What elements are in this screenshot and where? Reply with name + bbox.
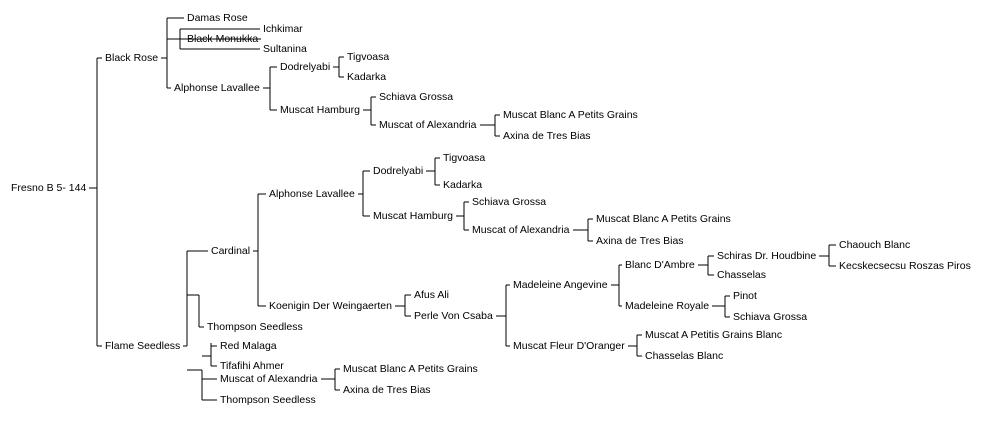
tree-node-label: Fresno B 5- 144 — [11, 182, 86, 194]
tree-node-label: Muscat Blanc A Petits Grains — [343, 363, 478, 375]
tree-node-label: Tigvoasa — [347, 51, 389, 63]
tree-node-label: Chasselas Blanc — [645, 350, 723, 362]
tree-node-label: Thompson Seedless — [207, 321, 303, 333]
tree-node-label: Axina de Tres Bias — [503, 130, 591, 142]
tree-node-label: Axina de Tres Bias — [343, 384, 431, 396]
tree-node-label: Madeleine Royale — [625, 300, 709, 312]
tree-node-label: Afus Ali — [414, 289, 449, 301]
tree-node-label: Schiava Grossa — [379, 91, 453, 103]
tree-node-label: Thompson Seedless — [220, 394, 316, 406]
tree-node-label: Koenigin Der Weingaerten — [269, 300, 392, 312]
tree-node-label: Perle Von Csaba — [414, 310, 493, 322]
tree-node-label: Kadarka — [347, 71, 386, 83]
tree-node-label: Muscat Blanc A Petits Grains — [503, 109, 638, 121]
tree-node-label: Schiava Grossa — [733, 311, 807, 323]
tree-node-label: Tifafihi Ahmer — [220, 360, 284, 372]
tree-node-label: Blanc D'Ambre — [625, 259, 695, 271]
tree-node-label: Alphonse Lavallee — [269, 188, 355, 200]
tree-node-label: Muscat of Alexandria — [472, 224, 570, 236]
tree-labels: Fresno B 5- 144 Black Rose Damas RoseBlack… — [11, 12, 971, 406]
tree-node-label: Sultanina — [263, 43, 307, 55]
tree-node-label: Black Monukka — [187, 33, 258, 45]
tree-node-label: Muscat Fleur D'Oranger — [513, 340, 625, 352]
tree-node-label: Alphonse Lavallee — [174, 82, 260, 94]
tree-edges — [89, 17, 836, 401]
tree-node-label: Muscat of Alexandria — [379, 119, 477, 131]
tree-node-label: Cardinal — [211, 245, 250, 257]
tree-node-label: Muscat Blanc A Petits Grains — [596, 213, 731, 225]
tree-node-label: Chaouch Blanc — [839, 239, 910, 251]
tree-node-label: Tigvoasa — [443, 152, 485, 164]
tree-node-label: Muscat A Petitis Grains Blanc — [645, 329, 782, 341]
tree-node-label: Muscat Hamburg — [373, 210, 453, 222]
tree-node-label: Kecskecsecsu Roszas Piros — [839, 260, 971, 272]
tree-node-label: Pinot — [733, 290, 757, 302]
tree-node-label: Schiava Grossa — [472, 196, 546, 208]
tree-node-label: Damas Rose — [187, 12, 248, 24]
tree-node-label: Dodrelyabi — [373, 165, 423, 177]
tree-node-label: Muscat Hamburg — [280, 104, 360, 116]
tree-node-label: Dodrelyabi — [280, 61, 330, 73]
tree-node-label: Black Rose — [105, 52, 158, 64]
tree-node-label: Flame Seedless — [105, 340, 180, 352]
tree-node-label: Ichkimar — [263, 23, 303, 35]
tree-node-label: Muscat of Alexandria — [220, 373, 318, 385]
tree-node-label: Kadarka — [443, 179, 482, 191]
tree-node-label: Axina de Tres Bias — [596, 235, 684, 247]
tree-node-label: Madeleine Angevine — [513, 279, 608, 291]
tree-node-label: Chasselas — [717, 269, 766, 281]
tree-node-label: Schiras Dr. Houdbine — [717, 250, 816, 262]
tree-node-label: Red Malaga — [220, 340, 277, 352]
